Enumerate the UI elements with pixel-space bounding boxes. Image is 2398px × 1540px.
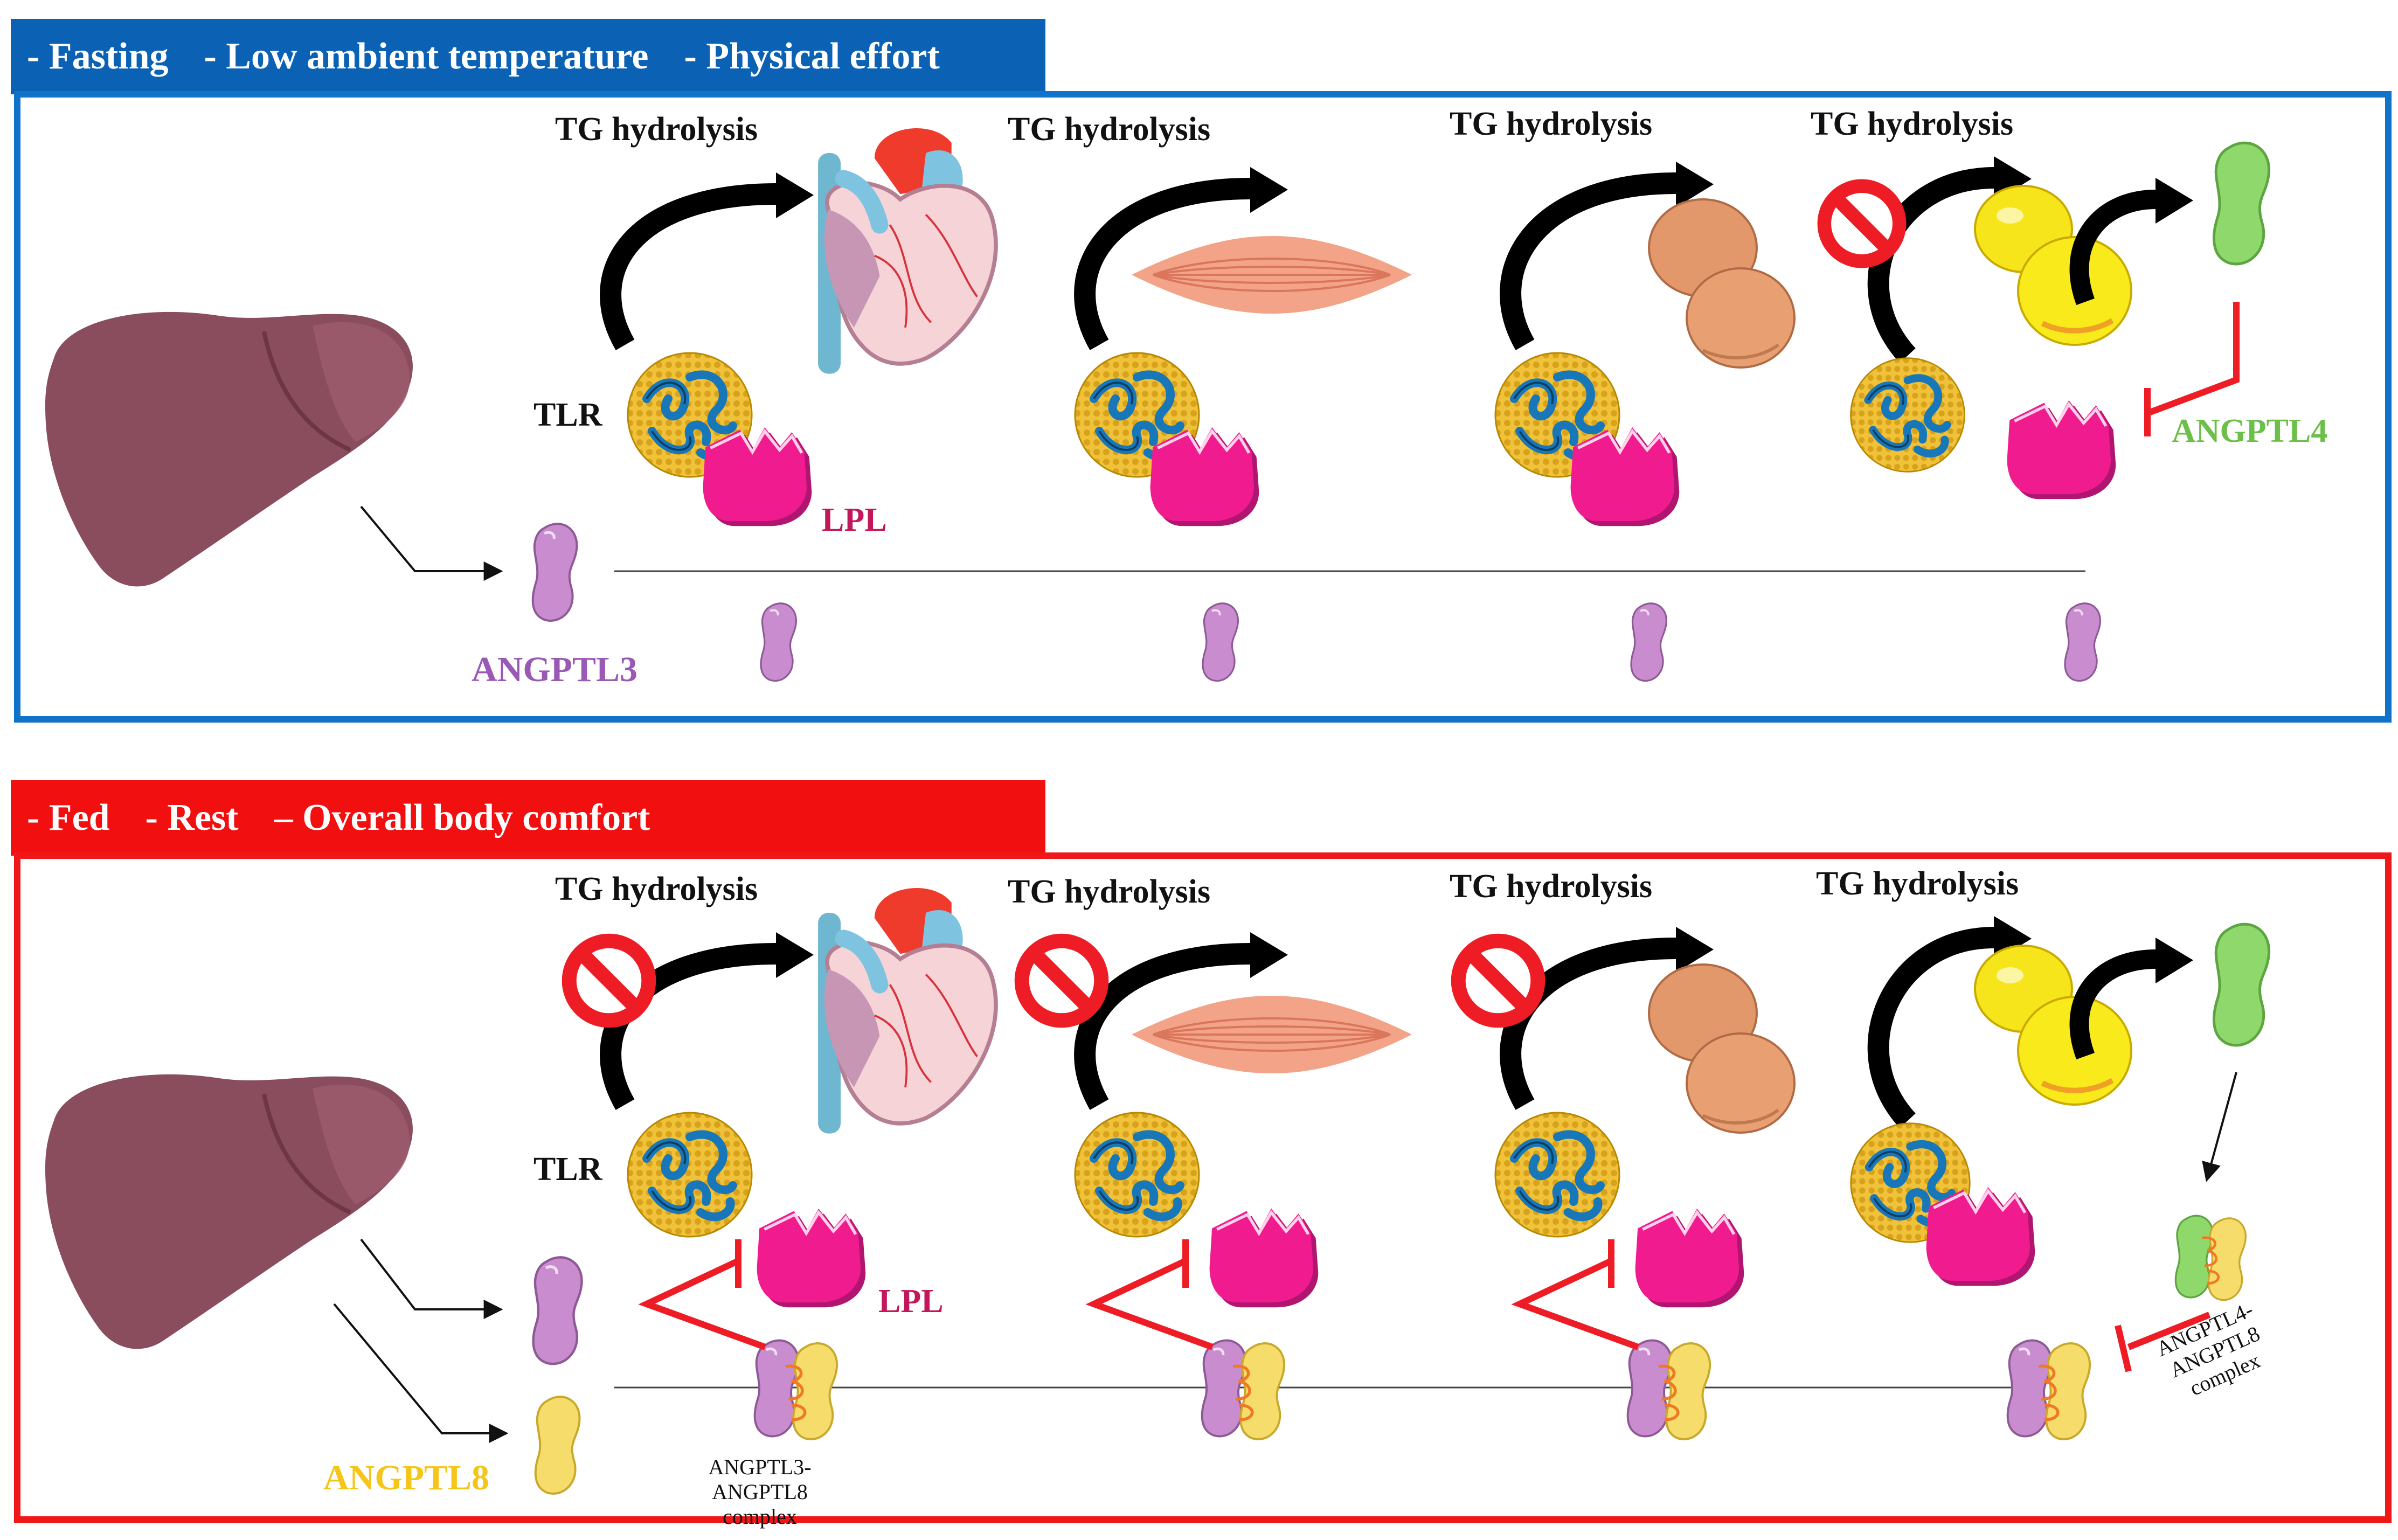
tg-hydrolysis-label: TG hydrolysis xyxy=(1811,106,2014,142)
muscle-icon xyxy=(1132,995,1412,1074)
lpl-enzyme-icon xyxy=(1571,427,1680,526)
heart-icon xyxy=(818,128,996,374)
liver-secretion-arrow xyxy=(360,505,503,581)
lpl-enzyme-icon xyxy=(2007,400,2116,499)
lpl-label: LPL xyxy=(822,502,887,538)
bottom-conditions-header: - Fed - Rest – Overall body comfort xyxy=(11,780,1045,856)
tlr-label: TLR xyxy=(533,397,602,433)
bottom-header-bar xyxy=(11,780,1045,856)
condition-body-comfort: – Overall body comfort xyxy=(274,797,650,838)
lpl-label: LPL xyxy=(878,1283,944,1320)
tg-hydrolysis-label: TG hydrolysis xyxy=(1008,873,1211,910)
bottom-panel-frame xyxy=(14,852,2392,1523)
lpl-enzyme-icon xyxy=(1210,1209,1319,1307)
brown-adipocyte-icon xyxy=(1649,965,1794,1133)
angptl4-angptl8-complex-icon xyxy=(2175,1216,2245,1300)
angptl3-protein-icon xyxy=(533,524,577,621)
tg-hydrolysis-label: TG hydrolysis xyxy=(1816,865,2019,902)
circulating-angptl3-icons xyxy=(761,603,2100,681)
condition-fasting: - Fasting xyxy=(27,36,169,77)
tg-hydrolysis-label: TG hydrolysis xyxy=(1450,868,1653,905)
curved-arrow-icon xyxy=(600,183,777,350)
muscle-icon xyxy=(1132,235,1412,315)
lpl-enzyme-icon xyxy=(703,427,812,526)
top-conditions-header: - Fasting - Low ambient temperature - Ph… xyxy=(11,19,1045,94)
prohibition-icon xyxy=(1458,941,1538,1021)
tg-hydrolysis-label: TG hydrolysis xyxy=(1008,111,1211,148)
condition-fed: - Fed xyxy=(27,797,110,838)
curved-arrow-icon xyxy=(2069,949,2156,1060)
liver-secretion-arrow xyxy=(360,1238,503,1319)
angptl3-angptl8-complex-label: ANGPTL3-ANGPTL8 complex xyxy=(708,1455,812,1529)
lipoprotein-icon xyxy=(628,1113,752,1237)
angptl4-label: ANGPTL4 xyxy=(2172,413,2328,449)
top-panel-frame xyxy=(14,91,2392,723)
lipoprotein-icon xyxy=(1495,1113,1619,1237)
inhibition-arrow-icon xyxy=(638,1239,2211,1372)
curved-arrow-icon xyxy=(1500,172,1676,350)
condition-physical-effort: - Physical effort xyxy=(684,36,940,77)
prohibition-icon xyxy=(1022,941,1101,1021)
curved-arrow-icon xyxy=(2069,190,2156,306)
angptl3-angptl8-complex-icons xyxy=(755,1341,2090,1439)
lipoprotein-icon xyxy=(1075,1113,1199,1237)
angptl4-protein-icon xyxy=(2214,143,2269,264)
tlr-label: TLR xyxy=(533,1151,602,1188)
lipoprotein-icon xyxy=(1851,358,1965,472)
lpl-enzyme-icon xyxy=(1926,1187,2035,1286)
lpl-enzyme-icon xyxy=(1635,1209,1744,1307)
liver-icon xyxy=(45,312,413,586)
tg-hydrolysis-label: TG hydrolysis xyxy=(555,871,758,907)
liver-secretion-arrow xyxy=(333,1303,509,1443)
prohibition-icon xyxy=(569,941,649,1021)
tg-hydrolysis-label: TG hydrolysis xyxy=(555,111,758,148)
tg-hydrolysis-label: TG hydrolysis xyxy=(1450,106,1653,142)
brown-adipocyte-icon xyxy=(1649,199,1794,367)
angptl8-protein-icon xyxy=(536,1397,580,1494)
curved-arrow-icon xyxy=(1074,178,1251,350)
inhibition-arrow-icon xyxy=(2149,302,2240,415)
angptl4-protein-icon xyxy=(2214,924,2269,1045)
top-header-bar xyxy=(11,19,1045,94)
angptl3-label: ANGPTL3 xyxy=(472,650,638,689)
lpl-enzyme-icon xyxy=(757,1209,866,1307)
liver-icon xyxy=(45,1074,413,1349)
prohibition-icon xyxy=(1824,186,1899,261)
angptl3-protein-icon xyxy=(533,1257,582,1364)
angptl8-label: ANGPTL8 xyxy=(323,1458,490,1497)
secretion-arrow xyxy=(2202,1072,2237,1182)
curved-arrow-icon xyxy=(1074,943,1251,1110)
heart-icon xyxy=(818,888,996,1134)
curved-arrow-icon xyxy=(1867,927,1994,1128)
condition-rest: - Rest xyxy=(145,797,239,838)
lpl-enzyme-icon xyxy=(1151,427,1259,526)
condition-low-temperature: - Low ambient temperature xyxy=(204,36,649,77)
